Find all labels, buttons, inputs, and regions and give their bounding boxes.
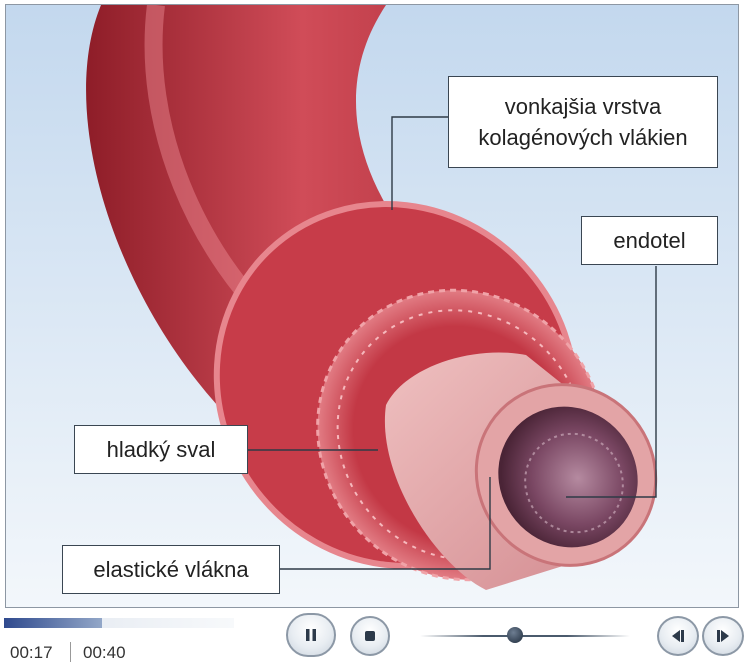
progress-bar[interactable]	[4, 618, 234, 628]
label-outer-collagen-layer: vonkajšia vrstva kolagénových vlákien	[448, 76, 718, 168]
previous-button[interactable]	[657, 616, 699, 656]
seek-track	[420, 635, 630, 637]
control-bar: 00:17 00:40	[0, 608, 747, 667]
seek-thumb[interactable]	[507, 627, 523, 643]
label-endotel: endotel	[581, 216, 718, 265]
label-outer-line1: vonkajšia vrstva	[449, 91, 717, 122]
stop-button[interactable]	[350, 616, 390, 656]
label-elastic-fibers: elastické vlákna	[62, 545, 280, 594]
pause-button[interactable]	[286, 613, 336, 657]
label-outer-line2: kolagénových vlákien	[449, 122, 717, 153]
next-button[interactable]	[702, 616, 744, 656]
label-smooth-muscle: hladký sval	[74, 425, 248, 474]
pause-icon	[303, 627, 319, 643]
time-separator	[70, 642, 71, 662]
progress-fill	[4, 618, 102, 628]
previous-icon	[669, 628, 687, 644]
seek-slider[interactable]	[420, 633, 630, 639]
time-current: 00:17	[10, 643, 53, 663]
video-frame[interactable]: vonkajšia vrstva kolagénových vlákien en…	[5, 4, 739, 608]
time-total: 00:40	[83, 643, 126, 663]
stop-icon	[363, 629, 377, 643]
next-icon	[714, 628, 732, 644]
